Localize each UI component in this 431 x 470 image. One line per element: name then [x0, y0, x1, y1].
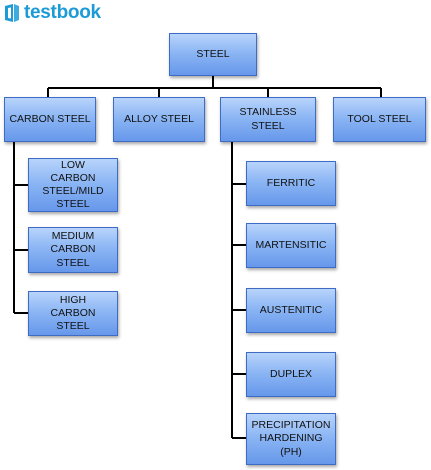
node-medium-carbon-steel: MEDIUM CARBON STEEL: [28, 227, 118, 273]
node-martensitic: MARTENSITIC: [246, 223, 336, 268]
node-high-carbon-steel: HIGH CARBON STEEL: [28, 291, 118, 336]
node-austenitic: AUSTENITIC: [246, 288, 336, 333]
node-tool-steel: TOOL STEEL: [333, 97, 426, 142]
brand-logo: testbook: [3, 2, 101, 24]
node-stainless-steel: STAINLESS STEEL: [220, 97, 316, 142]
node-low-carbon-steel: LOW CARBON STEEL/MILD STEEL: [28, 158, 118, 212]
brand-name: testbook: [24, 2, 101, 23]
node-duplex: DUPLEX: [246, 352, 336, 397]
node-carbon-steel: CARBON STEEL: [4, 97, 96, 142]
node-ferritic: FERRITIC: [246, 161, 336, 206]
node-alloy-steel: ALLOY STEEL: [113, 97, 205, 142]
node-steel: STEEL: [169, 33, 257, 76]
node-precipitation-hardening: PRECIPITATION HARDENING (PH): [246, 413, 336, 465]
testbook-logo-icon: [5, 4, 19, 22]
